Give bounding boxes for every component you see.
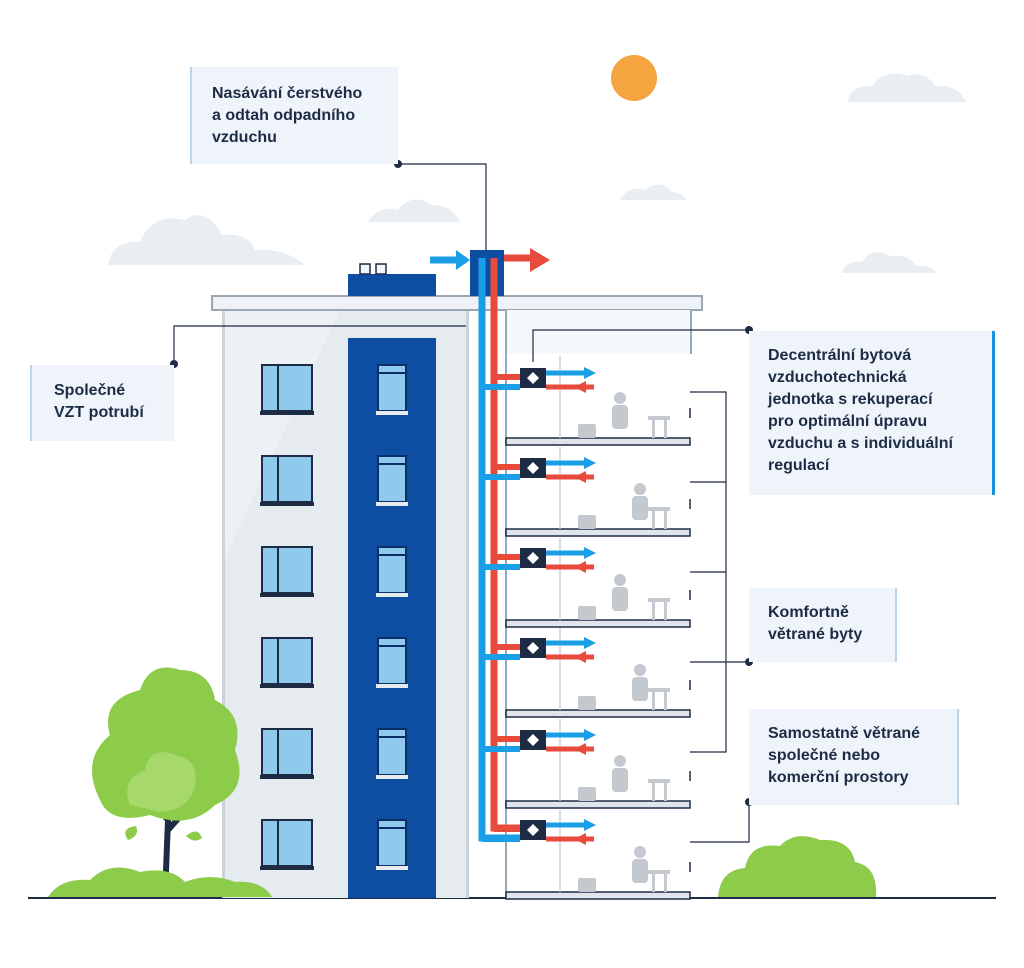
floor-slab (505, 447, 691, 537)
window (260, 455, 314, 506)
return-arrow-icon (574, 381, 586, 393)
cloud-icon (620, 184, 686, 200)
cloud-icon (842, 252, 936, 273)
supply-arrow-icon (584, 819, 596, 831)
label-line: větrané byty (768, 626, 863, 643)
label-line: a odtah odpadního (212, 107, 356, 124)
tree-icon (48, 667, 272, 897)
window (376, 455, 408, 506)
rooftop-unit (348, 274, 436, 296)
label-line: společné nebo (768, 747, 881, 764)
window (260, 546, 314, 597)
label-line: Samostatně větrané (768, 725, 921, 742)
window (376, 819, 408, 870)
cloud-icon (368, 199, 460, 222)
unit-branch (482, 637, 596, 663)
label-line: vzduchu (212, 129, 277, 146)
ventilation-shaft-head (470, 250, 504, 296)
resident-silhouette-icon (578, 574, 670, 620)
leader-lines (173, 163, 750, 843)
label-line: Decentrální bytová (768, 347, 912, 364)
floor-slab (505, 356, 691, 446)
resident-silhouette-icon (578, 392, 670, 438)
return-arrow-icon (574, 743, 586, 755)
window (260, 364, 314, 415)
label-line: vzduchotechnická (768, 369, 907, 386)
return-arrow-icon (574, 651, 586, 663)
label-line: vzduchu a s individuální (768, 435, 953, 452)
label-shared-duct: Společné VZT potrubí (30, 365, 174, 441)
return-arrow-icon (574, 561, 586, 573)
floor-slab (505, 628, 691, 718)
bush-icon (718, 836, 877, 897)
supply-arrow-icon (584, 637, 596, 649)
return-arrow-icon (574, 833, 586, 845)
label-line: regulací (768, 457, 830, 474)
resident-silhouette-icon (578, 846, 670, 892)
windows-left (260, 364, 314, 870)
return-arrow-icon (574, 471, 586, 483)
exhaust-air-arrow-icon (530, 248, 550, 272)
stairwell-column (348, 338, 436, 898)
window (376, 728, 408, 779)
window (376, 364, 408, 415)
label-line: jednotka s rekuperací (768, 391, 933, 408)
label-comfort-apartments: Komfortně větrané byty (749, 588, 897, 662)
window (260, 728, 314, 779)
label-line: Společné (54, 382, 126, 399)
label-line: pro optimální úpravu (768, 413, 928, 430)
fresh-air-arrow-icon (456, 250, 470, 270)
unit-branch (482, 367, 596, 393)
floor-slab (505, 810, 691, 900)
cloud-icon (108, 215, 305, 265)
windows-column (376, 364, 408, 870)
sun-icon (611, 55, 657, 101)
floor-slab (505, 538, 691, 628)
resident-silhouette-icon (578, 483, 670, 529)
label-line: VZT potrubí (54, 404, 144, 421)
supply-arrow-icon (584, 547, 596, 559)
unit-branch (482, 819, 596, 845)
unit-branch (482, 457, 596, 483)
building (211, 250, 703, 898)
unit-branch (482, 547, 596, 573)
supply-arrow-icon (584, 729, 596, 741)
resident-silhouette-icon (578, 755, 670, 801)
window (376, 637, 408, 688)
label-line: komerční prostory (768, 769, 909, 786)
supply-arrow-icon (584, 457, 596, 469)
cloud-icon (848, 73, 966, 102)
label-line: Nasávání čerstvého (212, 85, 363, 102)
floor-slab (505, 719, 691, 809)
label-commercial-spaces: Samostatně větrané společné nebo komerčn… (749, 709, 959, 805)
resident-silhouette-icon (578, 664, 670, 710)
unit-branch (482, 729, 596, 755)
label-ventilation-unit: Decentrální bytová vzduchotechnická jedn… (749, 331, 995, 495)
window (376, 546, 408, 597)
apartment-floors (505, 356, 691, 900)
roof (211, 295, 703, 311)
label-line: Komfortně (768, 604, 849, 621)
duct-branches (482, 367, 596, 845)
window (260, 637, 314, 688)
label-air-intake: Nasávání čerstvého a odtah odpadního vzd… (190, 67, 398, 164)
window (260, 819, 314, 870)
supply-arrow-icon (584, 367, 596, 379)
cutaway-section (506, 310, 690, 898)
